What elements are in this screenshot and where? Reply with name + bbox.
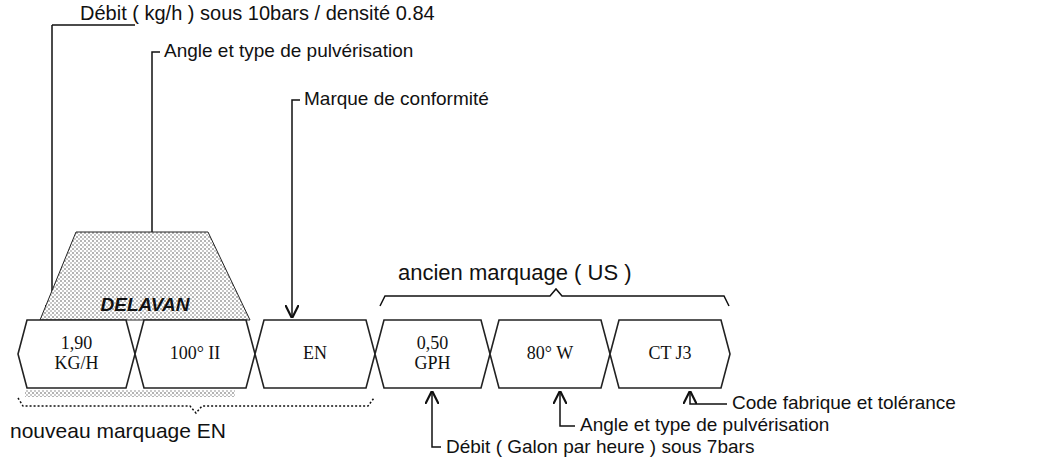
leader-line (690, 392, 727, 404)
marking-text: 100° II (169, 344, 221, 364)
marking-facet: 0,50 GPH (375, 320, 490, 388)
marking-text: EN (289, 344, 341, 364)
group-label: nouveau marquage EN (10, 420, 226, 442)
facet-outline (18, 320, 135, 388)
leader-line (292, 100, 300, 317)
bracket (18, 398, 374, 413)
callout-label: Code fabrique et tolérance (732, 392, 956, 414)
callout-label: Débit ( kg/h ) sous 10bars / densité 0.8… (80, 2, 435, 24)
marking-text: 80° W (524, 344, 576, 364)
brand-plate: DELAVAN (40, 232, 250, 320)
marking-facet: 80° W (490, 320, 610, 388)
leader-line (560, 392, 575, 426)
brand-name: DELAVAN (100, 294, 189, 316)
marking-text: 0,50 GPH (407, 334, 459, 374)
plate-outline (40, 232, 250, 320)
group-label: ancien marquage ( US ) (398, 262, 632, 284)
marking-facet: 1,90 KG/H (18, 320, 135, 388)
marking-text: 1,90 KG/H (51, 334, 103, 374)
marking-facet: EN (255, 320, 375, 388)
marking-facet: 100° II (135, 320, 255, 388)
bracket (380, 289, 729, 306)
shaded-strip (25, 390, 235, 397)
callout-label: Marque de conformité (304, 88, 489, 110)
facet-outline (375, 320, 490, 388)
leader-line (432, 392, 441, 447)
facet-outline (255, 320, 375, 388)
callout-label: Angle et type de pulvérisation (580, 414, 829, 436)
facet-outline (610, 320, 730, 388)
callout-label: Angle et type de pulvérisation (164, 40, 413, 62)
marking-facet: CT J3 (610, 320, 730, 388)
callout-label: Débit ( Galon par heure ) sous 7bars (446, 436, 754, 458)
facet-outline (490, 320, 610, 388)
facet-outline (135, 320, 255, 388)
marking-text: CT J3 (644, 344, 696, 364)
